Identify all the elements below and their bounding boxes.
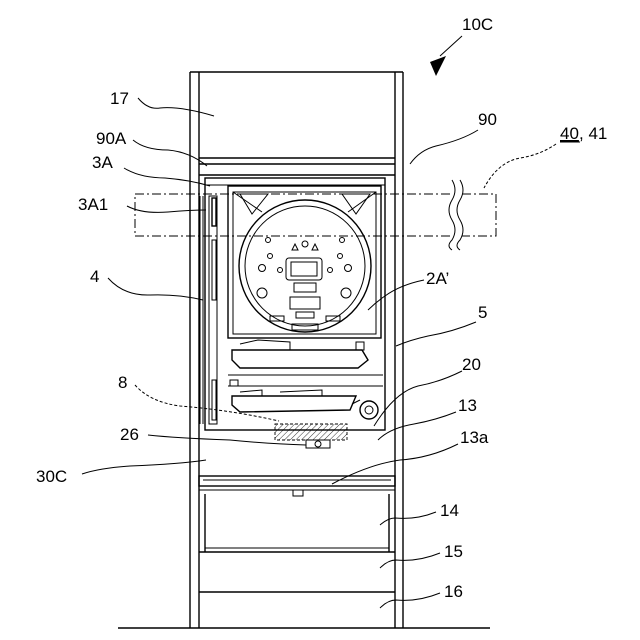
drawers	[199, 494, 395, 592]
label-top-box: 17	[110, 89, 129, 108]
label-region-ref-rest: , 41	[579, 124, 607, 143]
label-right-panel: 5	[478, 303, 487, 322]
upper-tray	[228, 340, 383, 375]
label-lower-unit: 20	[462, 355, 481, 374]
label-front-door: 3A	[92, 153, 113, 172]
label-hatched-part: 26	[120, 425, 139, 444]
region-box	[135, 180, 496, 250]
label-game-board: 2A’	[426, 269, 449, 288]
label-drawer-upper: 14	[440, 501, 459, 520]
label-drawer-middle: 15	[444, 542, 463, 561]
label-shelf: 13	[458, 396, 477, 415]
label-frame-top-a: 90A	[96, 129, 127, 148]
label-frame-top: 90	[478, 110, 497, 129]
label-shelf-edge: 13a	[460, 428, 489, 447]
lower-unit	[228, 380, 383, 419]
label-assembly: 10C	[462, 15, 493, 34]
game-board	[228, 186, 381, 338]
label-cabinet: 30C	[36, 467, 67, 486]
label-left-panel: 4	[90, 267, 99, 286]
label-sensor-dashed: 8	[118, 373, 127, 392]
label-region-ref-underlined: 40	[560, 124, 579, 143]
reference-labels: 10C 17 90A 90 40 , 41 3A 3A1 4 2A’ 5 8 2…	[36, 15, 607, 601]
shelf	[199, 476, 395, 496]
label-drawer-lower: 16	[444, 582, 463, 601]
label-door-part: 3A1	[78, 195, 108, 214]
